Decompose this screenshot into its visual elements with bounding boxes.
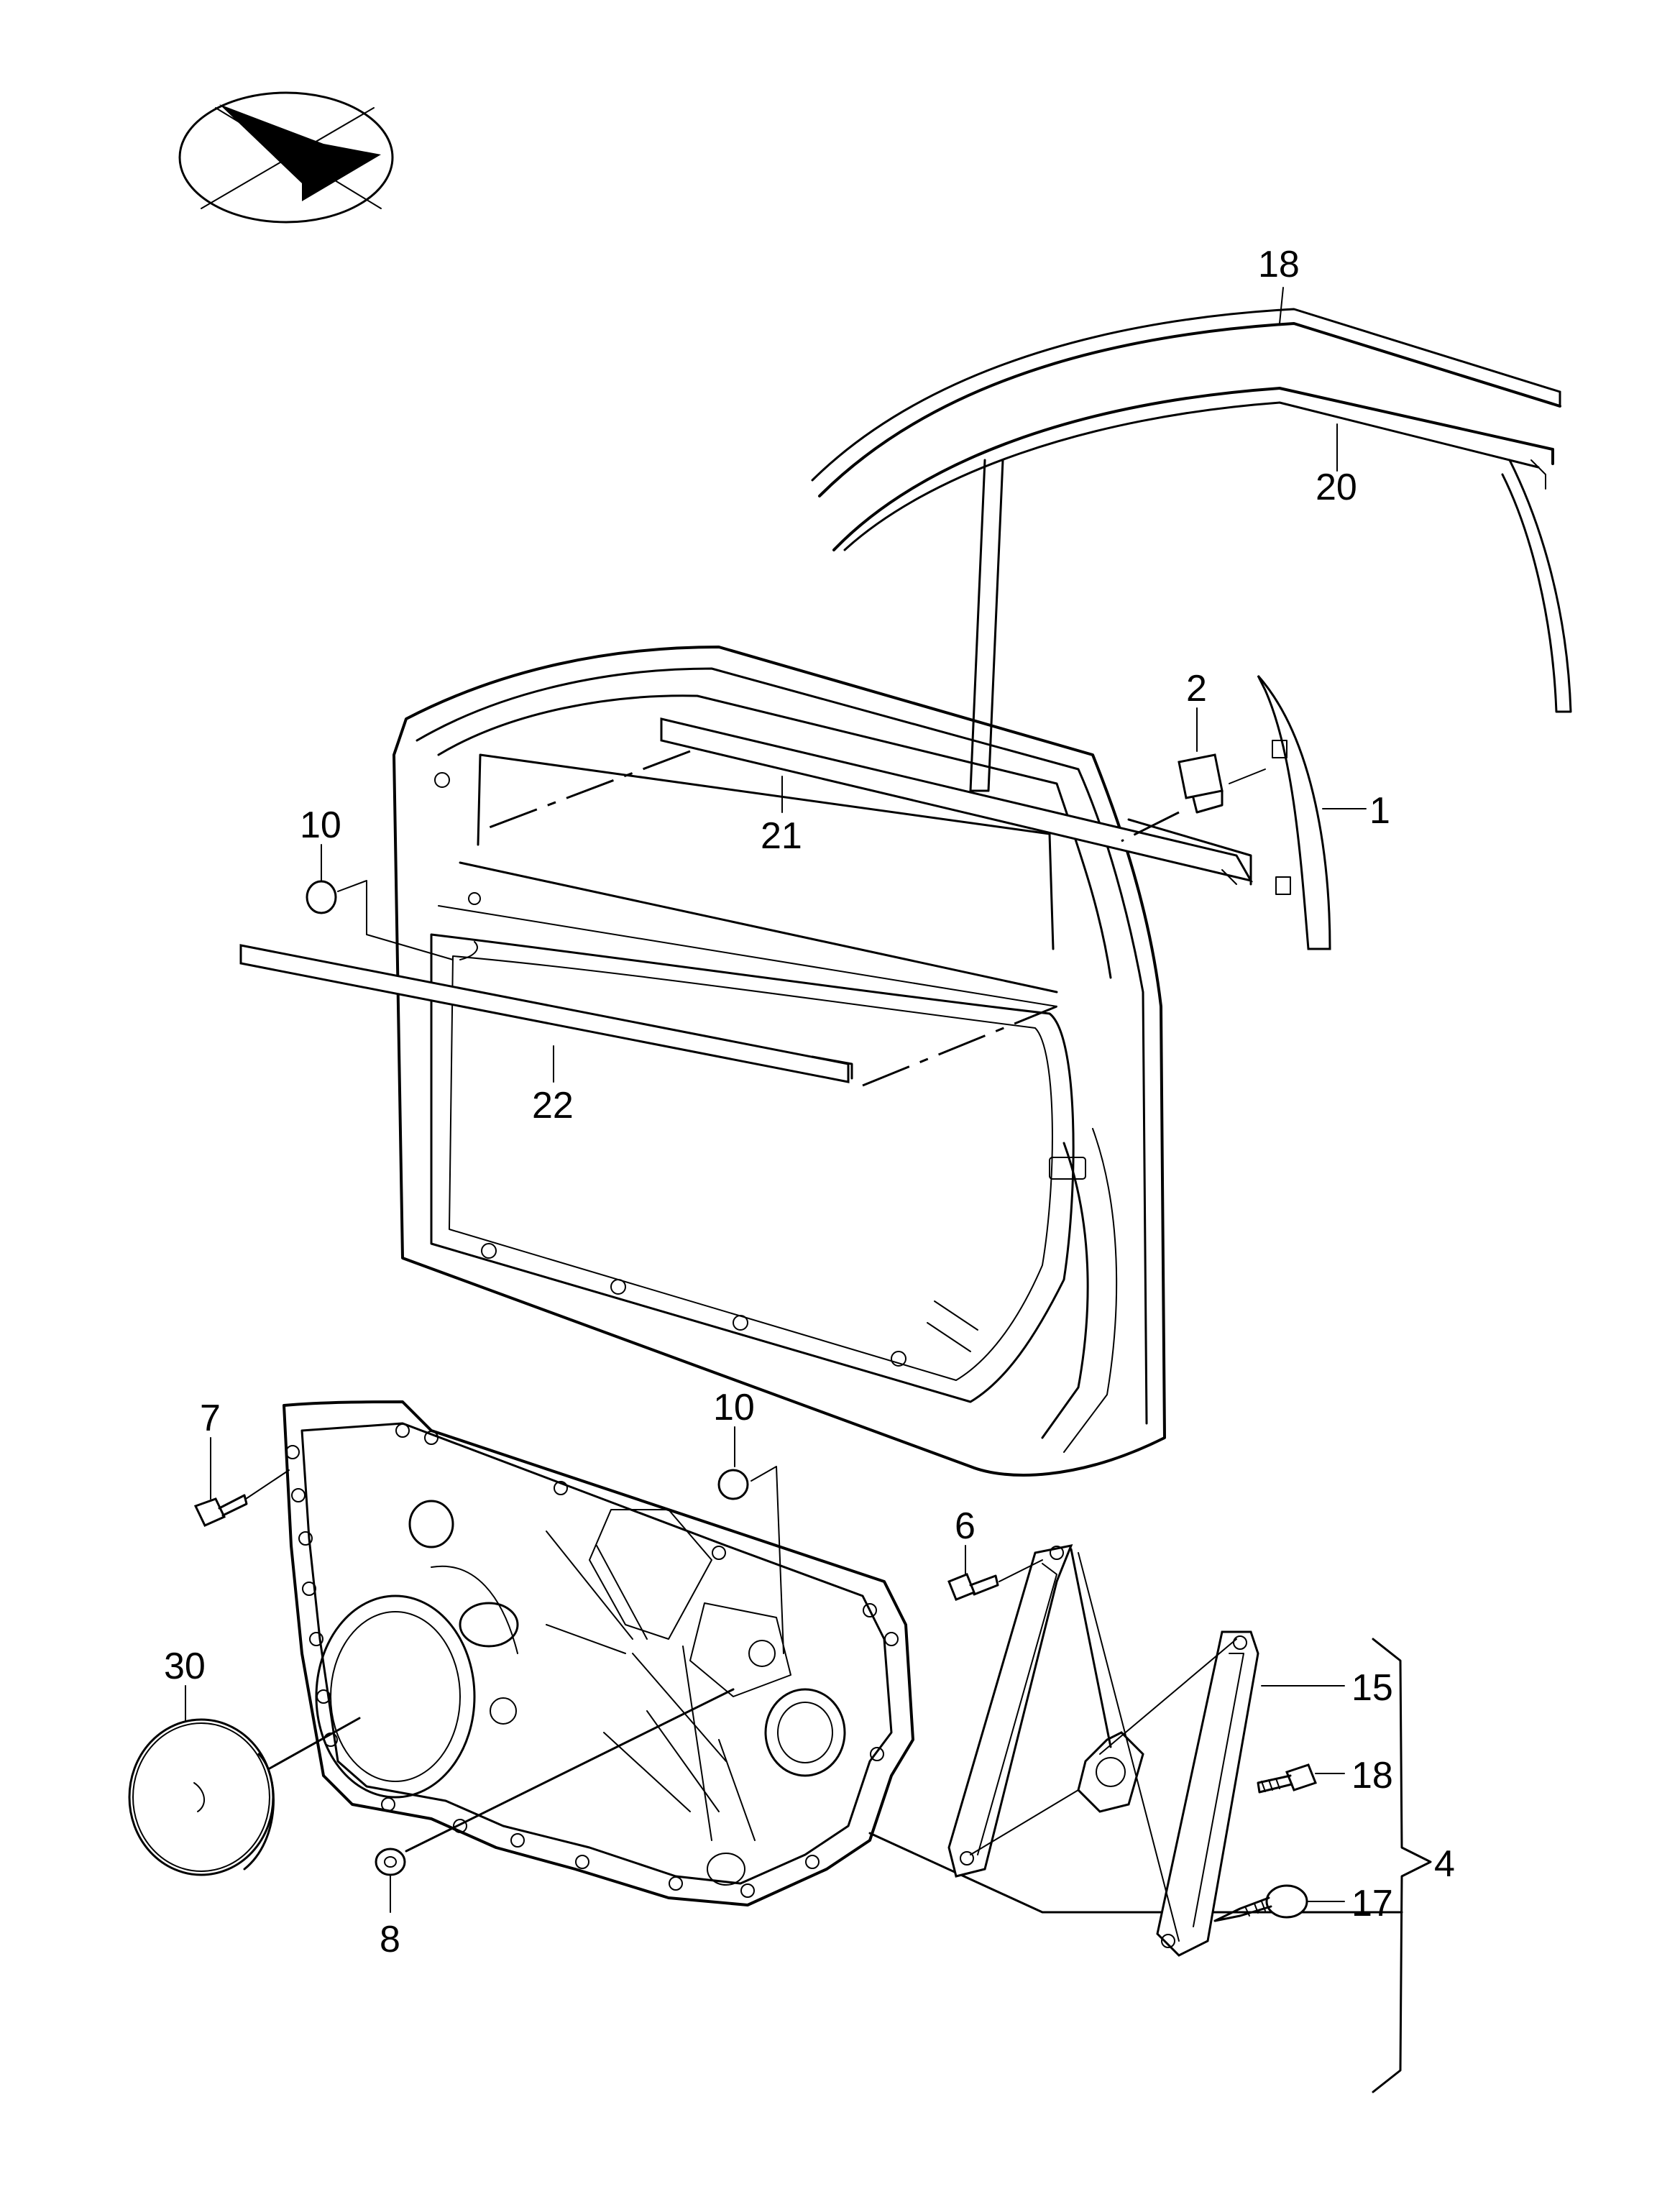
callout-8: 8 — [380, 1919, 400, 1960]
part-6-bolt — [947, 1559, 1043, 1601]
part-30-speaker-cover — [128, 1717, 361, 1876]
callout-22: 21 — [761, 815, 802, 857]
part-17-screw — [1213, 1884, 1345, 1922]
callout-20: 20 — [1316, 467, 1357, 508]
part-21-roof-seal — [811, 308, 1561, 497]
callout-2: 2 — [1186, 668, 1207, 710]
callout-18: 18 — [1351, 1755, 1393, 1796]
callout-1: 1 — [1369, 790, 1390, 832]
callout-10-lower: 10 — [713, 1387, 755, 1428]
door-shell — [393, 646, 1166, 1477]
part-1-trim-strip — [1257, 675, 1331, 950]
callout-17: 17 — [1351, 1883, 1393, 1924]
part-18-screw — [1257, 1763, 1345, 1794]
window-regulator — [947, 1543, 1259, 1957]
part-20-window-guide — [832, 387, 1572, 792]
part-10-plug-lower — [717, 1466, 784, 1654]
callout-15: 15 — [1351, 1667, 1393, 1709]
callout-30: 30 — [164, 1646, 206, 1687]
group-4-bracket — [1372, 1638, 1432, 2093]
part-2-clip — [1121, 753, 1266, 843]
callout-4: 4 — [1434, 1843, 1455, 1885]
part-7-bolt — [193, 1469, 290, 1527]
part-10-plug-upper — [306, 880, 478, 960]
callout-25: 22 — [532, 1085, 574, 1126]
part-22-inner-seal — [481, 717, 1254, 886]
part-8-plug — [375, 1688, 735, 1876]
callout-21: 18 — [1258, 244, 1300, 285]
callout-labels: 18 20 2 1 21 10 22 10 6 7 30 8 15 18 17 … — [164, 244, 1455, 1960]
callout-7: 7 — [200, 1398, 221, 1439]
part-25-outer-seal — [239, 944, 1057, 1087]
leader-lines — [185, 287, 1367, 1913]
view-direction-arrow-icon — [178, 91, 394, 224]
callout-6: 6 — [955, 1505, 976, 1547]
callout-10-upper: 10 — [300, 804, 341, 846]
